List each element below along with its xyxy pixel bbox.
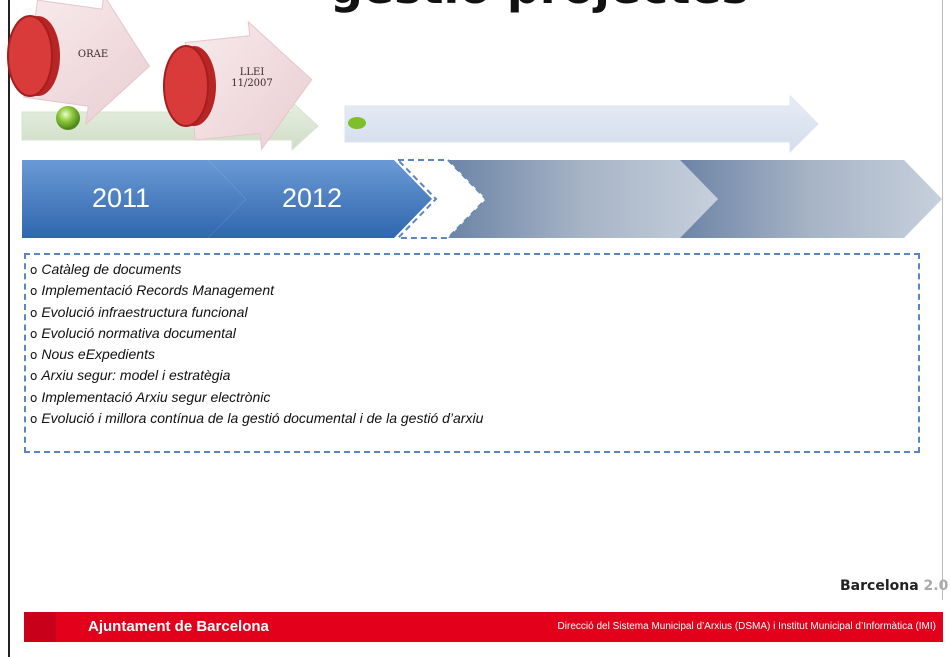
orae-arrow-shape — [23, 0, 151, 126]
actions-box — [24, 253, 920, 453]
chevron-2012 — [208, 160, 432, 238]
footer-subtitle: Direcció del Sistema Municipal d’Arxius … — [557, 621, 936, 632]
chevron-future-1 — [448, 160, 718, 238]
year-label-2012: 2012 — [282, 183, 343, 213]
green-ball-marker — [56, 106, 80, 130]
chevron-2011 — [22, 160, 246, 238]
llei-label: LLEI 11/2007 — [231, 67, 273, 89]
orae-label: ORAE — [77, 49, 109, 60]
footer-logo-block — [24, 612, 56, 642]
year-label-2011: 2011 — [92, 183, 151, 213]
slide-frame-left — [8, 0, 10, 657]
green-dot-marker — [348, 117, 366, 129]
blue-progress-arrow — [344, 94, 819, 154]
footer-bar: Ajuntament de Barcelona Direcció del Sis… — [24, 612, 943, 642]
llei-disc-front — [163, 45, 209, 127]
llei-arrow-shape — [184, 20, 313, 151]
barcelona-brand: Barcelona 2.0 — [840, 578, 949, 594]
orae-disc-front — [7, 15, 53, 97]
chevron-future-2 — [680, 160, 942, 238]
slide-title: gestió projectes — [330, 0, 790, 10]
slide-frame-right — [942, 0, 943, 600]
footer-title: Ajuntament de Barcelona — [88, 618, 269, 635]
